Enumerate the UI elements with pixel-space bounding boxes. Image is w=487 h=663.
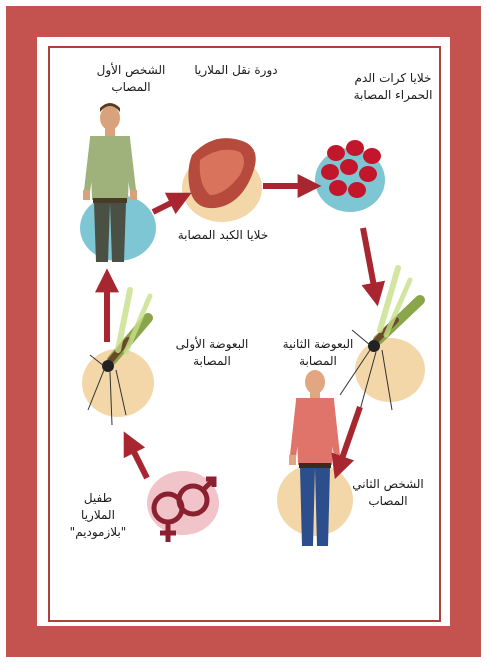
rbc-label-line1: خلايا كرات الدم: [338, 70, 448, 87]
mosquito2-label-line2: المصابة: [268, 353, 368, 370]
arrow-rbc-to-mosquito2: [363, 228, 376, 297]
parasite-label: طفيل الملاريا "بلازموديم": [58, 490, 138, 541]
mosquito2-label: البعوضة الثانية المصابة: [268, 336, 368, 370]
arrow-person1-to-liver: [153, 197, 183, 212]
first-person-label-line2: المصاب: [86, 79, 176, 96]
second-person-label: الشخص الثاني المصاب: [338, 476, 438, 510]
rbc-label: خلايا كرات الدم الحمراء المصابة: [338, 70, 448, 104]
diagram-title: دورة نقل الملاريا: [186, 62, 286, 79]
mosquito1-label-line1: البعوضة الأولى: [162, 336, 262, 353]
mosquito1-label-line2: المصابة: [162, 353, 262, 370]
second-person-label-line1: الشخص الثاني: [338, 476, 438, 493]
parasite-label-line3: "بلازموديم": [58, 524, 138, 541]
rbc-label-line2: الحمراء المصابة: [338, 87, 448, 104]
parasite-label-line2: الملاريا: [58, 507, 138, 524]
first-person-label-line1: الشخص الأول: [86, 62, 176, 79]
mosquito2-label-line1: البعوضة الثانية: [268, 336, 368, 353]
liver-label: خلايا الكبد المصابة: [168, 227, 278, 244]
arrow-mosquito2-to-person2: [338, 407, 360, 470]
second-person-label-line2: المصاب: [338, 493, 438, 510]
parasite-label-line1: طفيل: [58, 490, 138, 507]
arrow-parasite-to-mosquito1: [128, 440, 147, 478]
first-person-label: الشخص الأول المصاب: [86, 62, 176, 96]
mosquito1-label: البعوضة الأولى المصابة: [162, 336, 262, 370]
